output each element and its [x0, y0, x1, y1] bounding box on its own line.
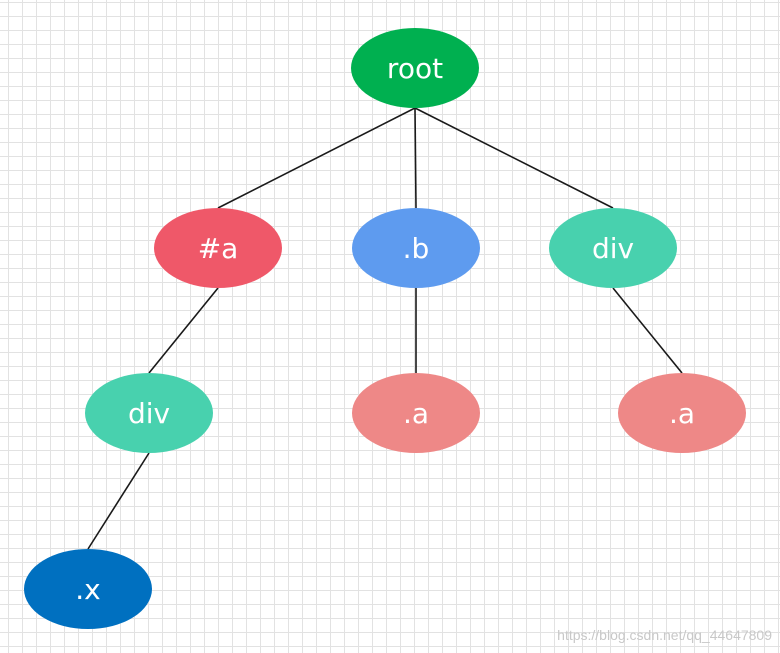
node-shape-root: [351, 28, 479, 108]
node-div-left: div: [85, 373, 213, 453]
edge-div-left-to-class-x: [87, 452, 150, 550]
node-label-class-x: .x: [75, 573, 100, 606]
node-label-class-a-right: .a: [669, 397, 695, 430]
node-shape-class-a-right: [618, 373, 746, 453]
node-layer: root #a .b div div .a .a .x: [24, 28, 746, 629]
edge-root-to-class-b: [414, 107, 417, 209]
node-class-a-middle: .a: [352, 373, 480, 453]
edge-id-a-to-div-left: [148, 287, 219, 374]
node-id-a: #a: [154, 208, 282, 288]
node-shape-class-b: [352, 208, 480, 288]
node-root: root: [351, 28, 479, 108]
node-label-div-right: div: [592, 232, 634, 265]
node-shape-class-a-middle: [352, 373, 480, 453]
node-shape-div-right: [549, 208, 677, 288]
node-class-x: .x: [24, 549, 152, 629]
node-label-id-a: #a: [198, 232, 239, 265]
edge-root-to-div-right: [414, 107, 614, 209]
node-label-div-left: div: [128, 397, 170, 430]
edge-root-to-id-a: [217, 107, 416, 209]
watermark: https://blog.csdn.net/qq_44647809: [557, 627, 772, 643]
node-shape-id-a: [154, 208, 282, 288]
node-label-root: root: [387, 52, 443, 85]
node-class-a-right: .a: [618, 373, 746, 453]
node-class-b: .b: [352, 208, 480, 288]
edge-layer: [87, 107, 683, 550]
edge-div-right-to-class-a-right: [612, 287, 683, 374]
node-div-right: div: [549, 208, 677, 288]
node-shape-div-left: [85, 373, 213, 453]
node-label-class-a-middle: .a: [403, 397, 429, 430]
node-shape-class-x: [24, 549, 152, 629]
node-label-class-b: .b: [403, 232, 430, 265]
